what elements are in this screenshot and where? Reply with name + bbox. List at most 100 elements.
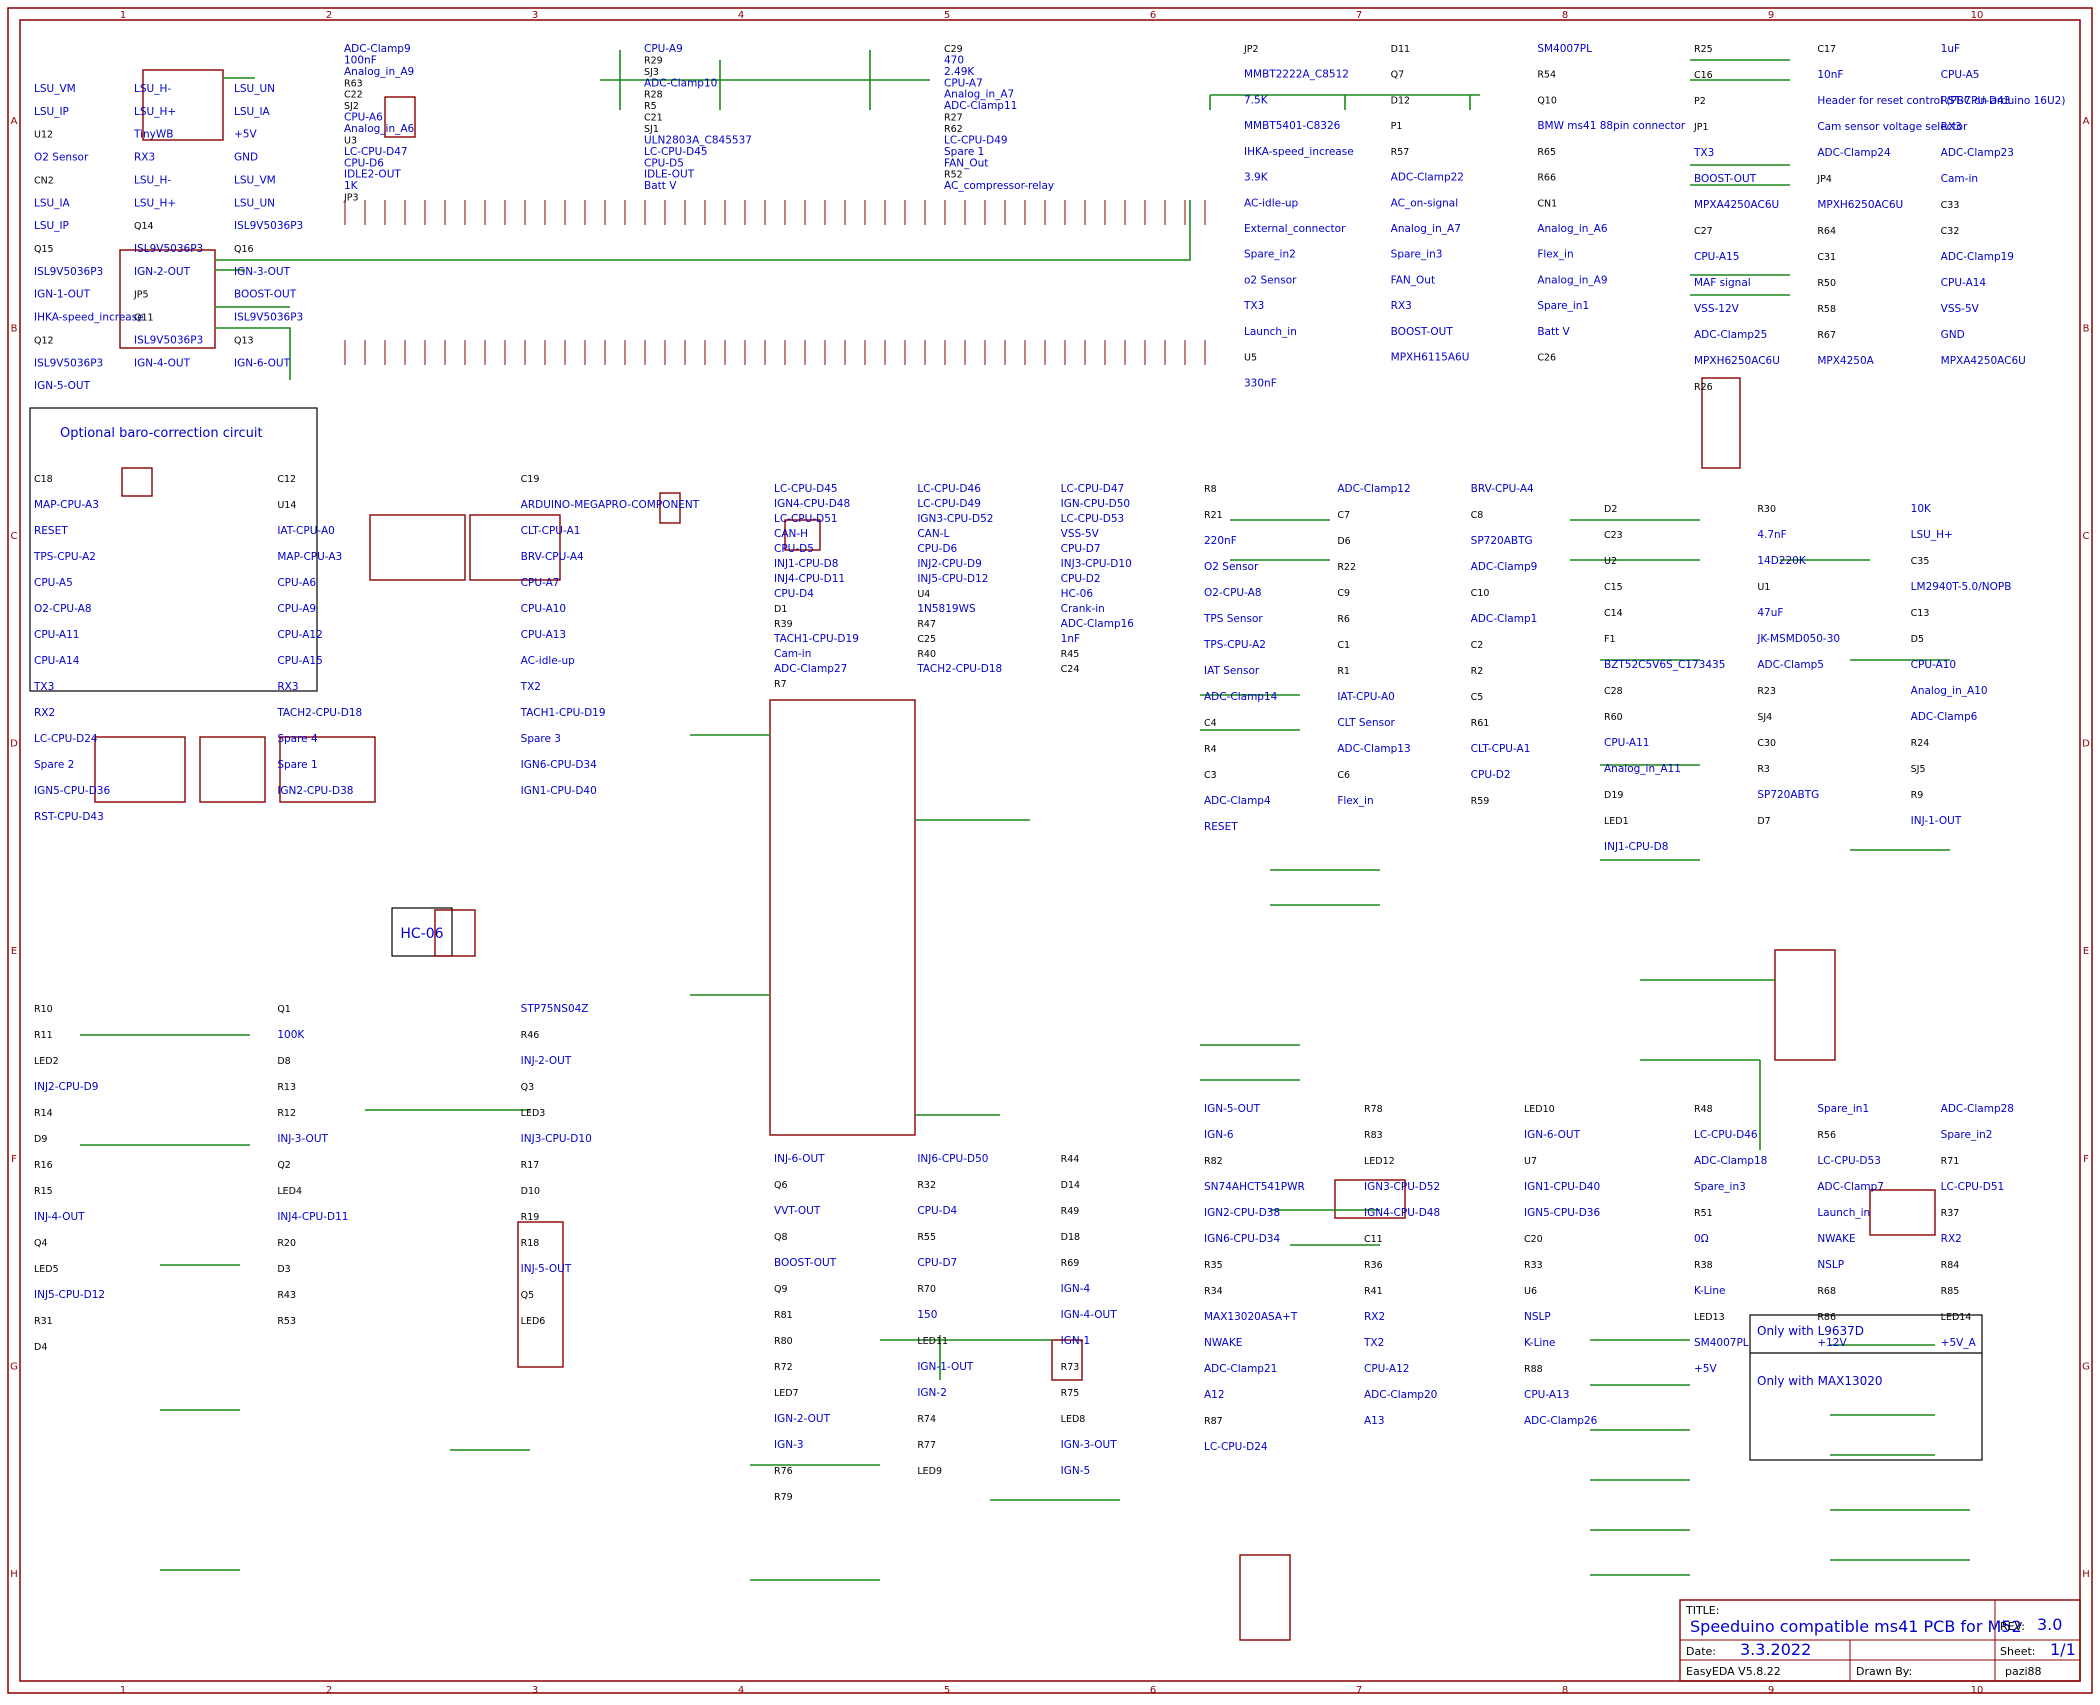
net-label: R81 (774, 1310, 793, 1321)
net-label: C29 (944, 44, 963, 55)
net-label: R53 (277, 1316, 296, 1327)
net-label: C25 (917, 634, 936, 645)
net-label: R69 (1061, 1258, 1080, 1269)
net-label: LSU_H+ (134, 106, 176, 118)
column-label: 7 (1356, 1685, 1362, 1696)
net-label: HC-06 (1061, 588, 1094, 600)
net-label: R60 (1604, 712, 1623, 723)
net-label: Spare_in1 (1537, 300, 1589, 312)
net-label: Analog_in_A9 (1537, 274, 1607, 286)
net-label: U12 (34, 130, 53, 141)
net-label: IGN-5 (1061, 1465, 1091, 1477)
net-label: MAX13020ASA+T (1204, 1311, 1298, 1323)
net-label: K-Line (1524, 1337, 1555, 1349)
net-label: FAN_Out (1391, 274, 1435, 286)
title-block: TITLE: Speeduino compatible ms41 PCB for… (1679, 1599, 2081, 1682)
net-label: Spare 2 (34, 759, 74, 771)
net-label: R49 (1061, 1206, 1080, 1217)
net-label: C16 (1694, 70, 1713, 81)
net-label: LSU_IP (34, 106, 69, 118)
net-label: C9 (1337, 588, 1350, 599)
net-label: Analog_in_A7 (944, 89, 1014, 101)
rev-value: 3.0 (2037, 1615, 2062, 1634)
net-label: CPU-D6 (917, 543, 957, 555)
net-label: INJ5-CPU-D12 (917, 573, 988, 585)
column-label: 3 (532, 10, 538, 21)
net-label: Analog_in_A10 (1911, 685, 1988, 697)
net-label: IAT Sensor (1204, 665, 1260, 677)
net-label: RX2 (1364, 1311, 1385, 1323)
net-label: LSU_UN (234, 197, 275, 209)
column-label: 4 (738, 10, 744, 21)
row-label: E (11, 946, 17, 957)
net-label: C26 (1537, 353, 1556, 364)
net-label: R71 (1941, 1156, 1960, 1167)
u1-body (1051, 1339, 1083, 1381)
net-label: D9 (34, 1134, 47, 1145)
drawn-caption: Drawn By: (1856, 1665, 1912, 1678)
net-label: R59 (1471, 796, 1490, 807)
net-label: R37 (1941, 1208, 1960, 1219)
net-label: Q10 (1537, 95, 1557, 106)
net-label: CLT Sensor (1337, 717, 1395, 729)
net-label: ADC-Clamp6 (1911, 711, 1978, 723)
net-label: MPXH6115A6U (1391, 352, 1470, 364)
net-label: D10 (521, 1186, 540, 1197)
net-label: LED14 (1941, 1312, 1972, 1323)
net-label: C30 (1757, 738, 1776, 749)
component-bodies (94, 69, 1936, 1641)
net-label: LC-CPU-D47 (344, 146, 408, 158)
net-label: A12 (1204, 1389, 1225, 1401)
net-label: Spare 4 (277, 733, 318, 745)
net-label: Q11 (134, 313, 154, 324)
net-label: ADC-Clamp28 (1941, 1103, 2014, 1115)
net-label: CPU-A15 (1694, 251, 1739, 263)
net-label: CPU-A9 (277, 603, 316, 615)
net-label: R38 (1694, 1260, 1713, 1271)
net-label: MMBT2222A_C8512 (1244, 69, 1349, 81)
net-label: INJ-5-OUT (521, 1263, 572, 1275)
net-label: CLT-CPU-A1 (521, 525, 581, 537)
row-label: F (11, 1154, 17, 1165)
net-label: Q7 (1391, 70, 1405, 81)
net-label: RX3 (1941, 121, 1962, 133)
column-label: 10 (1971, 10, 1984, 21)
net-label: R84 (1941, 1260, 1960, 1271)
net-label: R16 (34, 1160, 53, 1171)
net-label: R79 (774, 1492, 793, 1503)
net-label: CPU-A14 (1941, 277, 1987, 289)
net-label: Launch_in (1817, 1207, 1870, 1219)
net-label: A13 (1364, 1415, 1385, 1427)
net-label: ADC-Clamp9 (1471, 561, 1538, 573)
net-label: D14 (1061, 1180, 1080, 1191)
net-label: Cam sensor voltage selector (1817, 121, 1968, 133)
net-label: ADC-Clamp12 (1337, 483, 1410, 495)
u4-body (434, 909, 476, 957)
net-label: CPU-A11 (34, 629, 79, 641)
net-label: R77 (917, 1440, 936, 1451)
net-label: R70 (917, 1284, 936, 1295)
net-label: C5 (1471, 692, 1484, 703)
net-label: RX3 (134, 152, 155, 164)
net-label: RX2 (1941, 1233, 1962, 1245)
net-label: 470 (944, 54, 964, 66)
net-label: +5V (1694, 1363, 1717, 1375)
net-label: R48 (1694, 1104, 1713, 1115)
net-label: O2-CPU-A8 (34, 603, 92, 615)
net-label: Flex_in (1337, 795, 1373, 807)
net-label: VVT-OUT (774, 1205, 821, 1217)
net-label: LSU_UN (234, 83, 275, 95)
net-label: Spare_in1 (1817, 1103, 1869, 1115)
net-label: R61 (1471, 718, 1490, 729)
net-label: CPU-A10 (521, 603, 566, 615)
net-label: R19 (521, 1212, 540, 1223)
net-label: ARDUINO-MEGAPRO-COMPONENT (521, 499, 700, 511)
net-label: O2 Sensor (1204, 561, 1259, 573)
net-label: ISL9V5036P3 (134, 334, 203, 346)
net-label: IGN5-CPU-D36 (1524, 1207, 1600, 1219)
nonexistent (1334, 1179, 1406, 1219)
l9637d-note: Only with L9637D (1757, 1324, 1864, 1338)
net-label: ADC-Clamp11 (944, 100, 1017, 112)
net-label: IGN-4-OUT (134, 357, 191, 369)
